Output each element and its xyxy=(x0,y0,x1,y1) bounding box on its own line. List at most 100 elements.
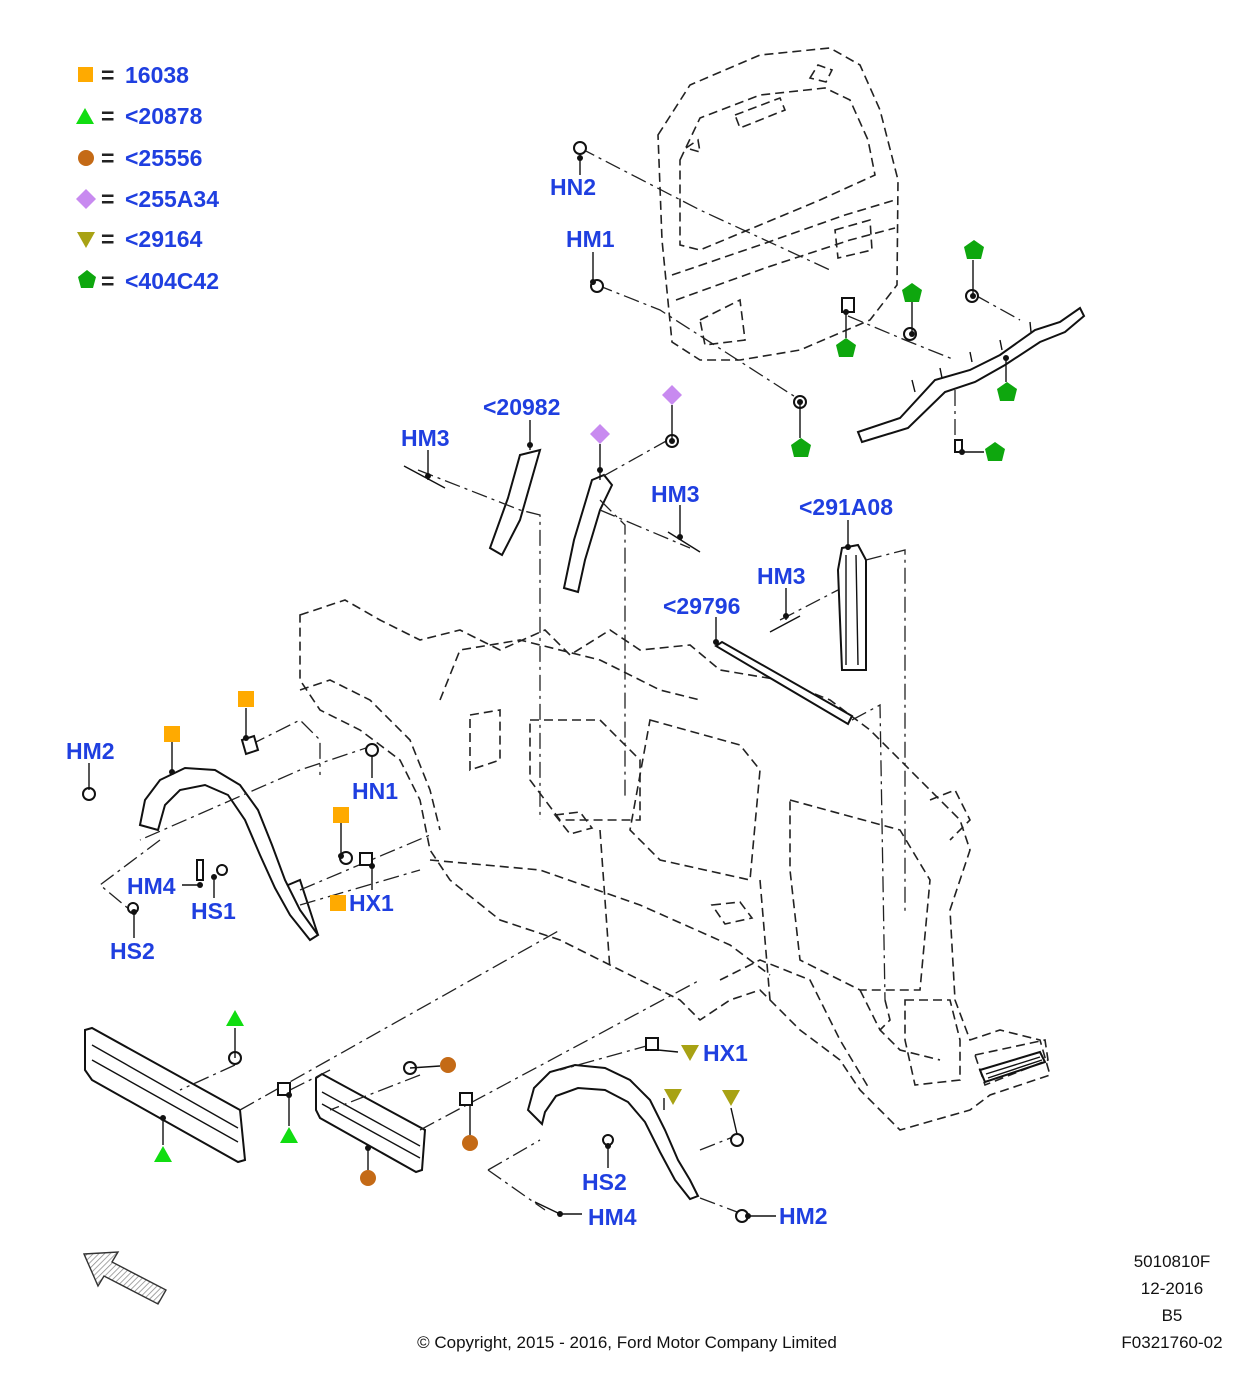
label-29796: <29796 xyxy=(663,593,740,619)
fastener-hx1a xyxy=(359,852,373,866)
label-hs1: HS1 xyxy=(191,898,236,924)
triangle-olive-icon xyxy=(722,1090,740,1106)
triangle-olive-icon xyxy=(681,1045,699,1061)
label-hn2: HN2 xyxy=(550,174,596,200)
legend-equals: = xyxy=(101,103,114,129)
label-hs2: HS2 xyxy=(582,1169,627,1195)
circle-brown-icon xyxy=(78,150,94,166)
label-hs2: HS2 xyxy=(110,938,155,964)
legend-text: 16038 xyxy=(125,62,189,88)
legend-equals: = xyxy=(101,145,114,171)
fastener-rear-olive xyxy=(730,1133,744,1147)
figure-number: F0321760-02 xyxy=(1121,1333,1222,1352)
pillar-applique-20982 xyxy=(488,448,542,557)
triangle-green-icon xyxy=(154,1146,172,1162)
fastener-door-4 xyxy=(459,1092,473,1106)
circle-brown-icon xyxy=(462,1135,478,1151)
door-moulding-rear xyxy=(315,1072,427,1174)
triangle-green-icon xyxy=(226,1010,244,1026)
fastener-hs1 xyxy=(216,864,228,876)
label-hm1: HM1 xyxy=(566,226,615,252)
label-hm3: HM3 xyxy=(757,563,806,589)
legend-text: <255A34 xyxy=(125,186,219,212)
triangle-green-icon xyxy=(280,1127,298,1143)
square-orange-icon xyxy=(164,726,180,742)
front-arrow-icon xyxy=(82,1251,167,1305)
square-orange-icon xyxy=(330,895,346,911)
door-moulding-front xyxy=(84,1026,247,1164)
legend-item-16038: = 16038 xyxy=(78,62,189,88)
square-orange-icon xyxy=(78,67,93,82)
pentagon-green-icon xyxy=(964,240,984,259)
wheel-arch-moulding-rear xyxy=(526,1063,700,1201)
window-moulding-29796 xyxy=(714,640,854,726)
pentagon-green-icon xyxy=(791,438,811,457)
fastener-hn1 xyxy=(365,743,379,757)
legend-item-20878: = <20878 xyxy=(76,103,203,129)
pentagon-green-icon xyxy=(902,283,922,302)
label-20982: <20982 xyxy=(483,394,560,420)
pillar-applique-255a34 xyxy=(562,473,614,594)
legend: = 16038 = <20878 = <25556 = <255A34 = <2… xyxy=(76,62,219,294)
markers xyxy=(88,154,1017,1219)
legend-item-404c42: = <404C42 xyxy=(78,268,219,294)
square-orange-icon xyxy=(238,691,254,707)
circle-brown-icon xyxy=(360,1170,376,1186)
pillar-applique-291a08 xyxy=(836,543,867,671)
label-291a08: <291A08 xyxy=(799,494,893,520)
fastener-hx1b xyxy=(645,1037,659,1051)
fasteners xyxy=(82,141,979,1223)
legend-item-25556: = <25556 xyxy=(78,145,202,171)
fastener-hm3c xyxy=(769,615,801,633)
triangle-olive-icon xyxy=(77,232,95,248)
label-hm2: HM2 xyxy=(779,1203,828,1229)
legend-equals: = xyxy=(101,226,114,252)
fastener-hm3a xyxy=(403,465,446,489)
legend-equals: = xyxy=(101,268,114,294)
assembly-lines xyxy=(98,147,1021,1216)
vehicle-body-outline xyxy=(299,599,1051,1131)
pentagon-green-icon xyxy=(985,442,1005,461)
pentagon-green-icon xyxy=(836,338,856,357)
diamond-violet-icon xyxy=(76,189,96,209)
label-hm3: HM3 xyxy=(651,481,700,507)
label-hn1: HN1 xyxy=(352,778,398,804)
fastener-hn2 xyxy=(573,141,587,155)
diamond-violet-icon xyxy=(590,424,610,444)
label-hx1: HX1 xyxy=(703,1040,748,1066)
legend-item-255a34: = <255A34 xyxy=(76,186,219,212)
drawing-revision: B5 xyxy=(1162,1306,1183,1325)
pentagon-green-icon xyxy=(78,270,96,288)
callout-labels: HN2 HM1 <20982 HM3 HM3 <291A08 HM3 <2979… xyxy=(66,174,893,1230)
liftgate-moulding xyxy=(856,306,1086,444)
triangle-olive-icon xyxy=(664,1089,682,1105)
drawing-date: 12-2016 xyxy=(1141,1279,1203,1298)
legend-item-29164: = <29164 xyxy=(77,226,203,252)
label-hm3: HM3 xyxy=(401,425,450,451)
legend-text: <20878 xyxy=(125,103,203,129)
label-hm4: HM4 xyxy=(127,873,176,899)
fastener-hm4b xyxy=(534,1201,561,1215)
drawing-code: 5010810F xyxy=(1134,1252,1211,1271)
step-pad xyxy=(978,1050,1047,1084)
square-orange-icon xyxy=(333,807,349,823)
circle-brown-icon xyxy=(440,1057,456,1073)
triangle-green-icon xyxy=(76,108,94,124)
wheel-arch-moulding-front xyxy=(138,766,320,942)
copyright-text: © Copyright, 2015 - 2016, Ford Motor Com… xyxy=(417,1333,837,1352)
footer: 5010810F 12-2016 B5 F0321760-02 © Copyri… xyxy=(417,1252,1222,1352)
pentagon-green-icon xyxy=(997,382,1017,401)
legend-text: <25556 xyxy=(125,145,202,171)
label-hm4: HM4 xyxy=(588,1204,637,1230)
label-hm2: HM2 xyxy=(66,738,115,764)
legend-equals: = xyxy=(101,186,114,212)
fastener-door-2 xyxy=(277,1082,291,1096)
legend-text: <404C42 xyxy=(125,268,219,294)
diamond-violet-icon xyxy=(662,385,682,405)
legend-equals: = xyxy=(101,62,114,88)
liftgate-outline xyxy=(657,47,899,361)
fastener-hm4a xyxy=(196,859,204,881)
fastener-hm3b xyxy=(667,531,701,553)
label-hx1: HX1 xyxy=(349,890,394,916)
